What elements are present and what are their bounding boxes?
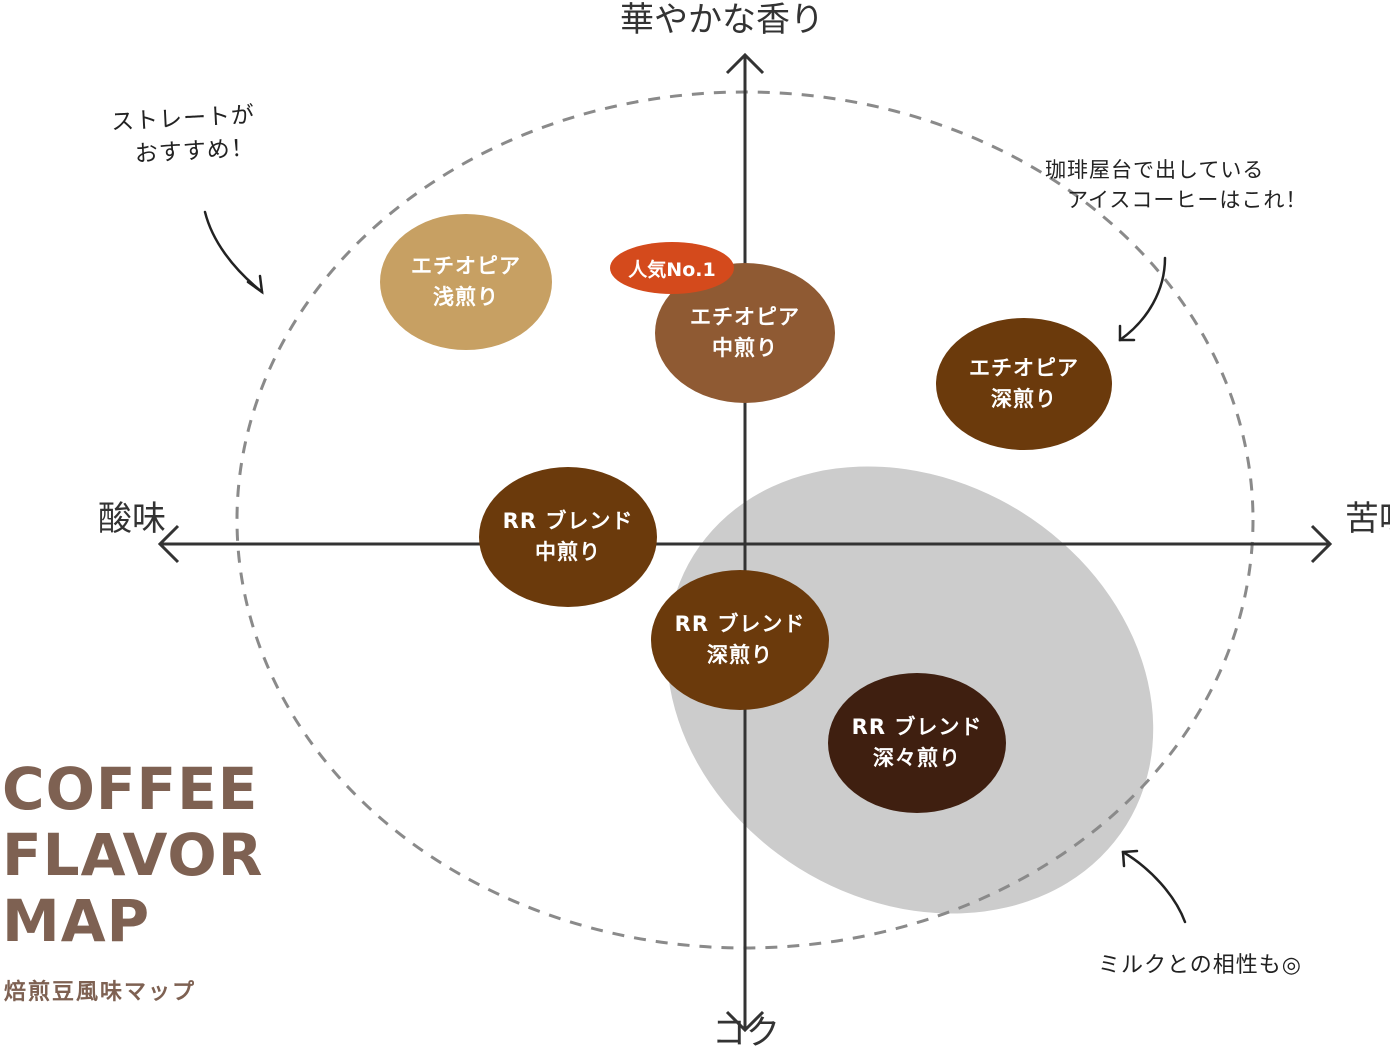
- bean-ethiopia-light: エチオピア 浅煎り: [380, 214, 552, 350]
- axis-label-aroma: 華やかな香り: [620, 0, 824, 40]
- note-milk-compatible: ミルクとの相性も◎: [1098, 950, 1302, 982]
- popular-no1-badge: 人気No.1: [610, 242, 734, 294]
- map-title: COFFEE FLAVOR MAP: [2, 756, 263, 954]
- bean-rr-blend-dark: RR ブレンド 深煎り: [651, 570, 829, 710]
- title-line: MAP: [2, 887, 151, 955]
- note-iced-coffee: 珈琲屋台で出している アイスコーヒーはこれ！: [1045, 155, 1307, 216]
- bean-name: エチオピア: [690, 304, 800, 329]
- bean-name: エチオピア: [969, 355, 1079, 380]
- note-line: 珈琲屋台で出している: [1045, 158, 1265, 182]
- axis-arrow-left: [157, 524, 180, 564]
- note-line: アイスコーヒーはこれ！: [1067, 188, 1308, 213]
- axis-label-bitterness: 苦味: [1345, 499, 1390, 539]
- bean-roast: 深煎り: [991, 387, 1057, 411]
- title-line: FLAVOR: [2, 821, 264, 889]
- milk-note-arrow: [1121, 850, 1187, 924]
- bean-roast: 浅煎り: [433, 285, 499, 309]
- bean-rr-blend-extra-dark: RR ブレンド 深々煎り: [828, 673, 1006, 813]
- bean-roast: 深煎り: [707, 643, 773, 667]
- title-line: COFFEE: [2, 755, 259, 823]
- bean-name: エチオピア: [411, 253, 521, 278]
- note-line: ミルクとの相性も◎: [1098, 953, 1302, 978]
- axis-label-acidity: 酸味: [98, 499, 166, 539]
- bean-roast: 中煎り: [712, 336, 778, 360]
- bean-rr-blend-medium: RR ブレンド 中煎り: [479, 467, 657, 607]
- straight-note-arrowhead: [246, 274, 264, 295]
- axis-arrow-right: [1310, 524, 1333, 564]
- iced-note-arrow: [1118, 256, 1167, 342]
- bean-name: RR ブレンド: [502, 508, 634, 533]
- bean-roast: 深々煎り: [873, 746, 961, 770]
- axis-arrow-bottom: [725, 1010, 765, 1033]
- bean-roast: 中煎り: [535, 540, 601, 564]
- map-subtitle: 焙煎豆風味マップ: [4, 980, 197, 1005]
- axis-arrow-top: [725, 52, 765, 75]
- bean-ethiopia-dark: エチオピア 深煎り: [936, 318, 1112, 450]
- bean-name: RR ブレンド: [851, 714, 983, 739]
- axis-label-body: コク: [712, 1013, 780, 1053]
- milk-note-arrowhead: [1121, 849, 1139, 868]
- bean-name: RR ブレンド: [674, 611, 806, 636]
- straight-note-arrow: [203, 210, 264, 294]
- iced-note-arrowhead: [1118, 324, 1136, 342]
- note-straight-recommended: ストレートが おすすめ！: [110, 99, 257, 173]
